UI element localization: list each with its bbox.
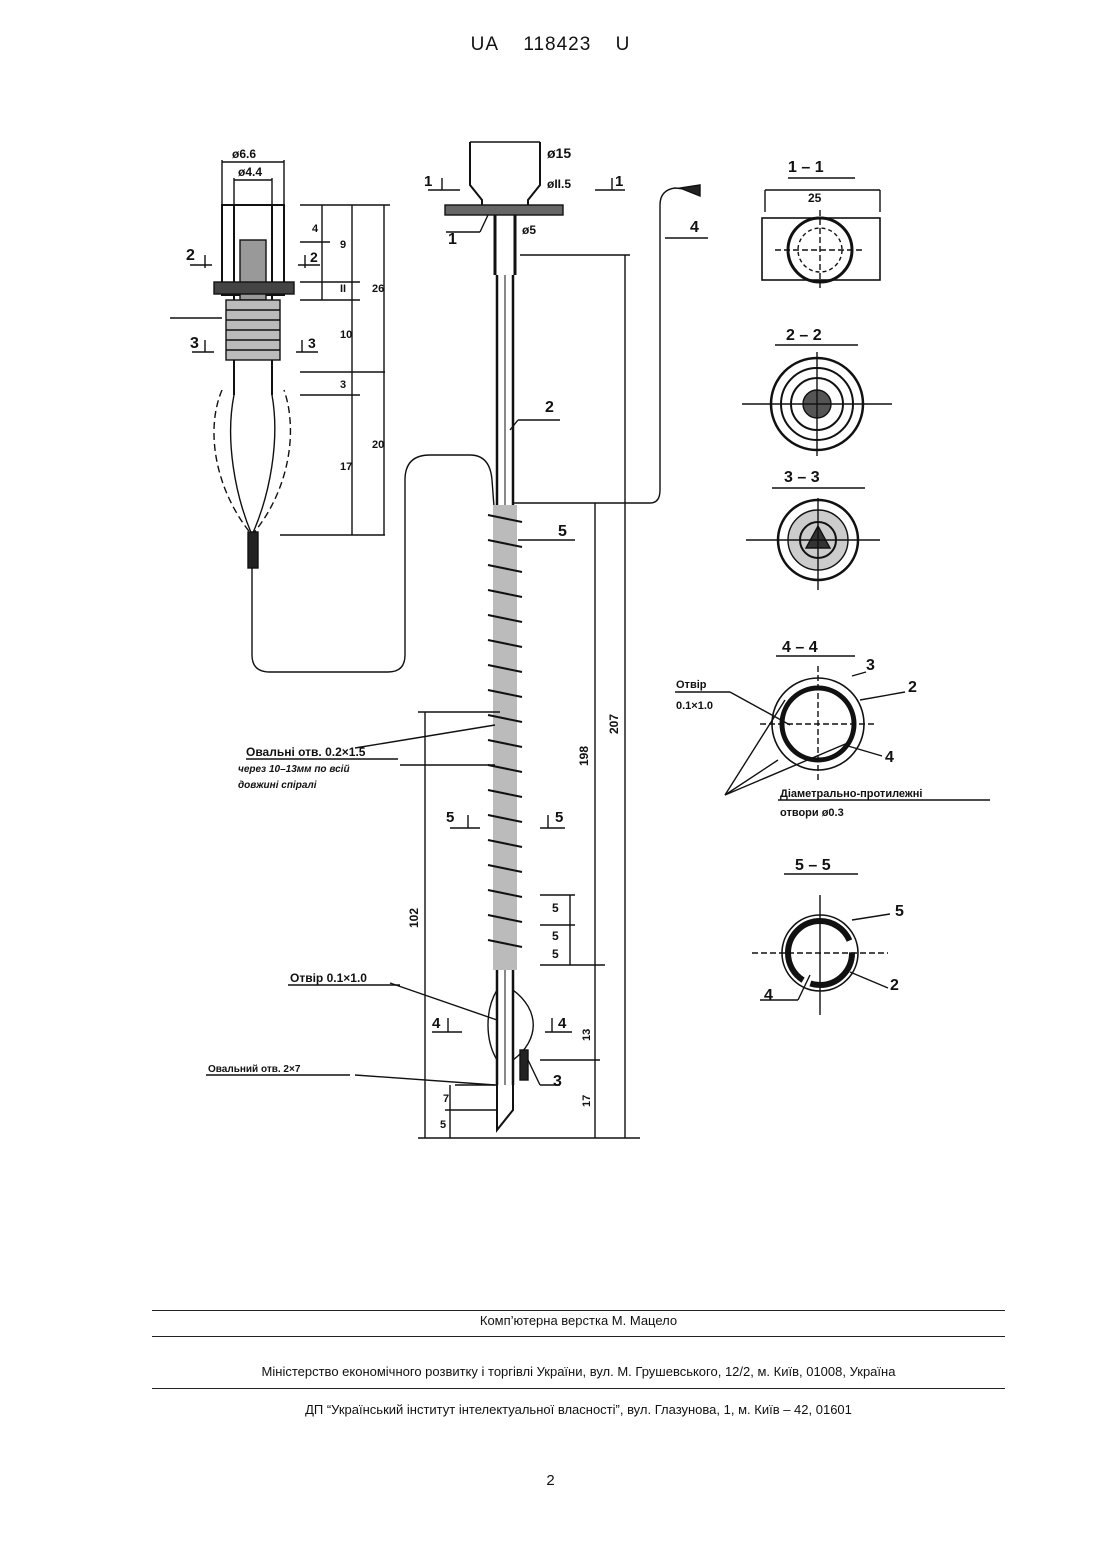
note-oval-holes-3: довжині спіралі <box>238 780 317 791</box>
dim-d15: ø15 <box>547 145 571 161</box>
dim-v4: 4 <box>312 223 319 235</box>
dim-v9: 9 <box>340 239 346 251</box>
connector-detail <box>170 160 390 568</box>
note-oval-holes-1: Овальні отв. 0.2×1.5 <box>246 745 366 759</box>
dim-v10: 10 <box>340 329 352 341</box>
s44-label-3: 3 <box>866 657 875 674</box>
footer-rule-1 <box>152 1310 1005 1311</box>
dim-v5d: 5 <box>440 1119 446 1131</box>
footer-rule-2 <box>152 1336 1005 1337</box>
note-diam-b: отвори ø0.3 <box>780 807 844 819</box>
mark-2a: 2 <box>186 247 195 264</box>
note-diam-a: Діаметрально-протилежні <box>780 788 922 800</box>
note-oval-hole-tip: Овальний отв. 2×7 <box>208 1064 301 1075</box>
section-3-3-title: 3 – 3 <box>784 469 820 486</box>
dim-v26: 26 <box>372 283 384 295</box>
s44-label-4: 4 <box>885 749 894 766</box>
s55-label-5: 5 <box>895 903 904 920</box>
note-oval-holes-2: через 10–13мм по всій <box>238 764 350 775</box>
dim-d115: øII.5 <box>547 177 571 191</box>
footer-layout-credit: Комп’ютерна верстка М. Мацело <box>152 1313 1005 1328</box>
dim-v17: 17 <box>340 461 352 473</box>
part-1: 1 <box>448 231 457 248</box>
dim-v11: II <box>340 283 346 295</box>
part-2: 2 <box>545 399 554 416</box>
s55-label-4: 4 <box>764 987 773 1004</box>
section-5-5-title: 5 – 5 <box>795 857 831 874</box>
mark-1a: 1 <box>424 173 432 190</box>
mark-3b: 3 <box>308 335 316 351</box>
dim-d44: ø4.4 <box>238 165 262 179</box>
dim-d5: ø5 <box>522 223 536 237</box>
section-1-1-title: 1 – 1 <box>788 159 824 176</box>
s44-label-2: 2 <box>908 679 917 696</box>
note-hole-44-a: Отвір <box>676 679 707 691</box>
mark-4a: 4 <box>432 1015 441 1032</box>
dim-v5c: 5 <box>552 947 559 961</box>
s55-label-2: 2 <box>890 977 899 994</box>
footer-institute: ДП “Український інститут інтелектуальної… <box>152 1402 1005 1417</box>
note-hole-bottom: Отвір 0.1×1.0 <box>290 971 367 985</box>
dim-v20: 20 <box>372 439 384 451</box>
part-5: 5 <box>558 523 567 540</box>
dim-v17b: 17 <box>581 1095 593 1107</box>
dim-v102: 102 <box>407 908 421 928</box>
dim-v5a: 5 <box>552 901 559 915</box>
note-hole-44-b: 0.1×1.0 <box>676 700 713 712</box>
section-4-4-title: 4 – 4 <box>782 639 818 656</box>
part-4: 4 <box>690 219 699 236</box>
footer-ministry: Міністерство економічного розвитку і тор… <box>152 1364 1005 1379</box>
dim-w25: 25 <box>808 191 822 205</box>
section-2-2 <box>742 345 892 456</box>
mark-1b: 1 <box>615 173 623 190</box>
dim-v5b: 5 <box>552 929 559 943</box>
page-number: 2 <box>0 1472 1101 1489</box>
section-2-2-title: 2 – 2 <box>786 327 822 344</box>
catheter-main <box>355 142 708 1138</box>
mark-4b: 4 <box>558 1015 567 1032</box>
dim-v7: 7 <box>443 1093 449 1105</box>
section-4-4 <box>675 656 905 795</box>
mark-5b: 5 <box>555 809 563 826</box>
dim-v13: 13 <box>581 1029 593 1041</box>
connecting-tube <box>252 455 495 672</box>
mark-3a: 3 <box>190 335 199 352</box>
mark-5a: 5 <box>446 809 454 826</box>
dim-d66: ø6.6 <box>232 147 256 161</box>
footer-rule-3 <box>152 1388 1005 1389</box>
dim-v207: 207 <box>607 714 621 734</box>
part-3: 3 <box>553 1073 562 1090</box>
dim-v198: 198 <box>577 746 591 766</box>
mark-2b: 2 <box>310 249 318 265</box>
section-3-3 <box>746 488 880 590</box>
dim-v3: 3 <box>340 379 346 391</box>
